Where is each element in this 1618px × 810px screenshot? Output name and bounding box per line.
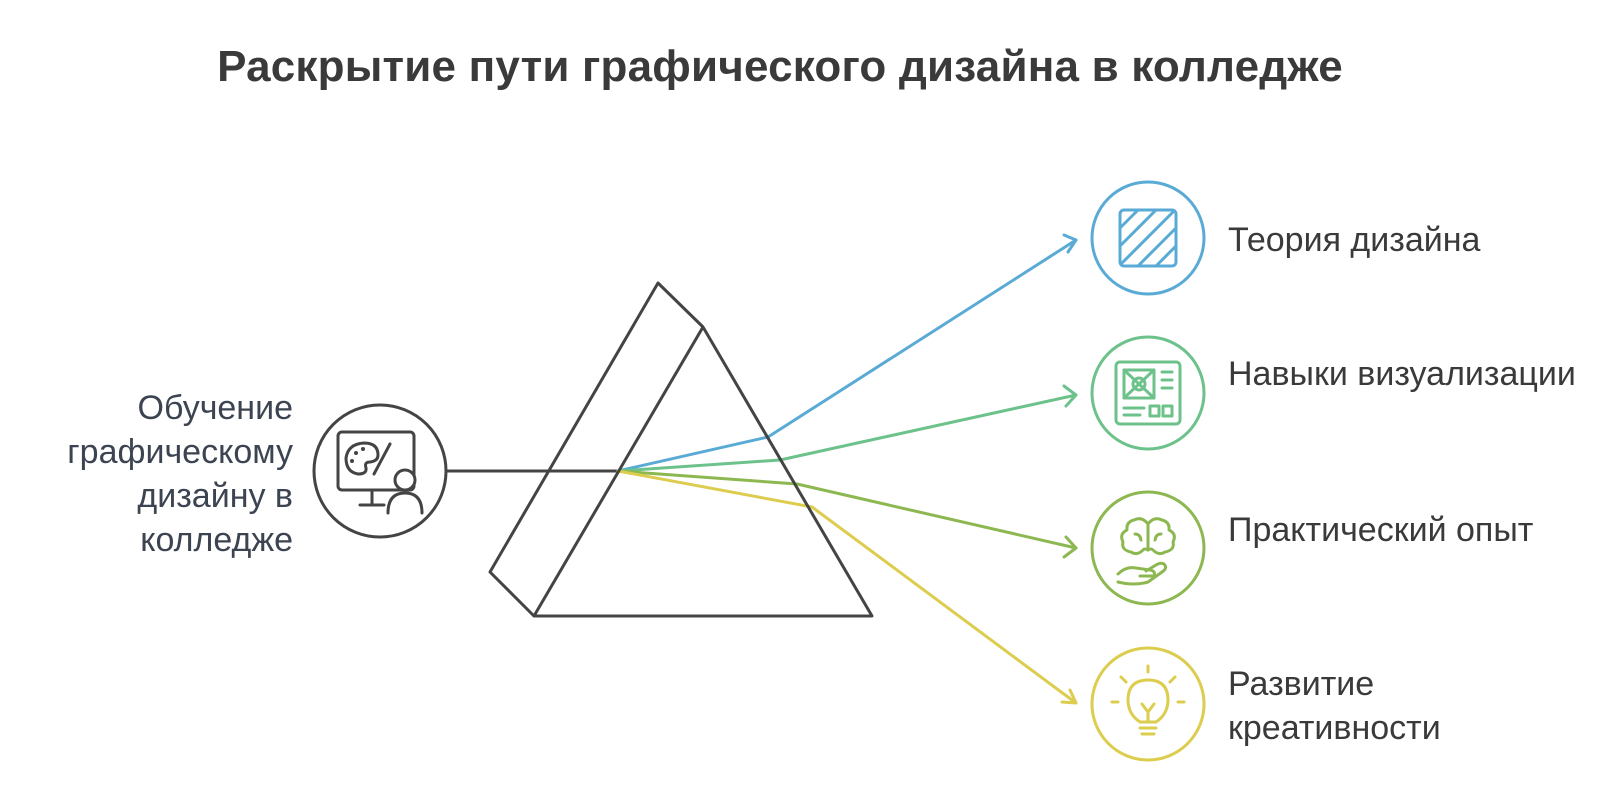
- source-label: Обучение графическому дизайну в колледже: [67, 389, 293, 559]
- output-label-design-theory: Теория дизайна: [1228, 221, 1481, 259]
- output-icon-0: [1090, 180, 1206, 296]
- beam-1: [616, 384, 1078, 473]
- output-icon-2: [1090, 490, 1206, 606]
- output-icon-1: [1090, 335, 1206, 451]
- output-icon-3: [1090, 646, 1206, 762]
- output-label-practical-experience: Практический опыт: [1228, 511, 1534, 549]
- output-label-creativity-development: Развитие креативности: [1228, 665, 1441, 747]
- source-icon: [312, 403, 448, 539]
- prism: [488, 281, 874, 618]
- beam-3: [616, 469, 1078, 705]
- beam-2: [616, 469, 1078, 559]
- output-label-visualization-skills: Навыки визуализации: [1228, 355, 1576, 393]
- diagram-title: Раскрытие пути графического дизайна в ко…: [217, 42, 1343, 91]
